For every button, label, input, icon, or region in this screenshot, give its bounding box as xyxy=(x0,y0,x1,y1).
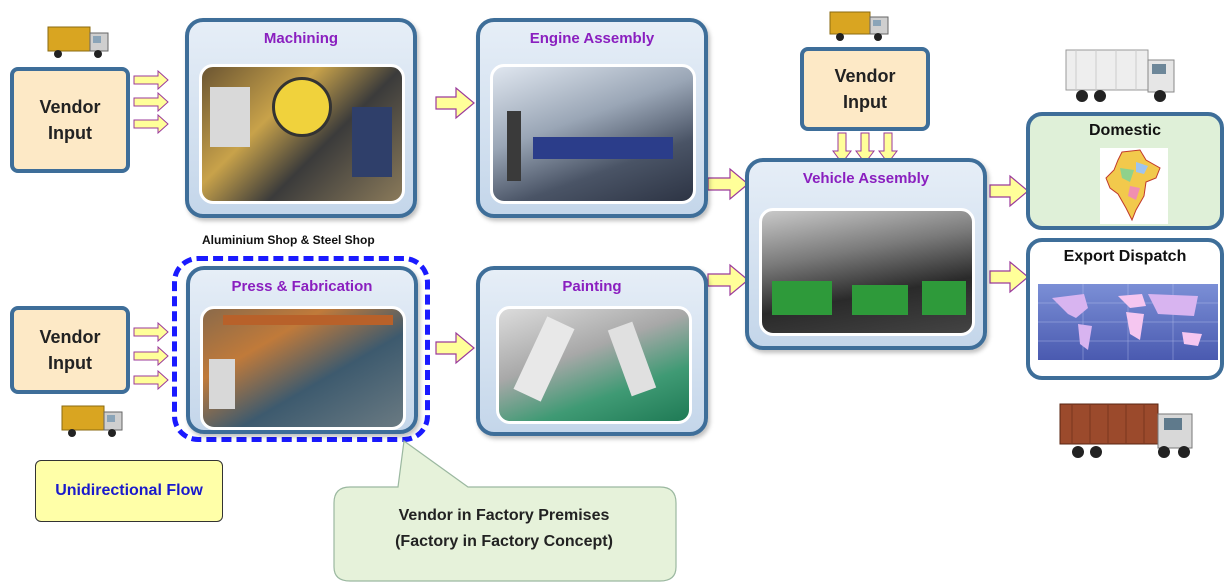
down-arrow-icon xyxy=(855,132,875,164)
right-arrow-icon xyxy=(133,113,169,135)
tractor-body xyxy=(922,281,966,315)
press-fabrication-stage: Press & Fabrication xyxy=(186,266,418,434)
right-arrow-icon xyxy=(133,91,169,113)
right-arrow-icon xyxy=(133,369,169,391)
machine-gauge xyxy=(272,77,332,137)
truck-icon xyxy=(1059,403,1193,458)
truck-icon xyxy=(1065,49,1175,102)
vendor-label-line1: Vendor xyxy=(39,97,101,117)
domestic-box: Domestic xyxy=(1026,112,1224,230)
vendor-input-box-bottom-left: Vendor Input xyxy=(10,306,130,394)
conveyor-bins xyxy=(533,137,673,159)
right-arrow-icon xyxy=(989,174,1029,208)
right-arrow-icon xyxy=(133,345,169,367)
tractor-body xyxy=(852,285,908,315)
vendor-input-box-top-right: Vendor Input xyxy=(800,47,930,131)
india-map-icon xyxy=(1100,148,1168,224)
stage-title: Engine Assembly xyxy=(529,30,655,47)
truck-icon xyxy=(829,11,889,41)
note-text: Unidirectional Flow xyxy=(55,482,203,499)
machine-panel xyxy=(210,87,250,147)
stage-title: Press & Fabrication xyxy=(231,278,373,295)
vendor-label-line2: Input xyxy=(48,353,92,373)
right-arrow-icon xyxy=(435,331,475,365)
stage-title: Vehicle Assembly xyxy=(802,170,930,187)
callout-line1: Vendor in Factory Premises xyxy=(398,507,610,524)
destination-title: Domestic xyxy=(1088,122,1162,139)
worker xyxy=(507,111,521,181)
vendor-label-line1: Vendor xyxy=(39,327,101,347)
robot-arm xyxy=(607,321,657,397)
painting-stage: Painting xyxy=(476,266,708,436)
callout-text: Vendor in Factory Premises (Factory in F… xyxy=(334,503,674,555)
truck-icon xyxy=(47,26,109,58)
right-arrow-icon xyxy=(989,260,1029,294)
vendor-arrows-top xyxy=(133,69,169,135)
machining-stage: Machining xyxy=(185,18,417,218)
callout-line2: (Factory in Factory Concept) xyxy=(395,533,613,550)
truck-icon xyxy=(61,405,123,437)
down-arrow-icon xyxy=(878,132,898,164)
callout-bubble xyxy=(333,439,677,582)
right-arrow-icon xyxy=(133,321,169,343)
vendor-label-line2: Input xyxy=(843,92,887,112)
export-dispatch-box: Export Dispatch xyxy=(1026,238,1224,380)
vendor-arrows-bottom xyxy=(133,321,169,391)
world-map-icon xyxy=(1038,284,1218,360)
vendor-label-line2: Input xyxy=(48,123,92,143)
factory-in-factory-highlight xyxy=(172,256,430,442)
shop-caption: Aluminium Shop & Steel Shop xyxy=(202,233,375,247)
destination-title: Export Dispatch xyxy=(1063,248,1187,265)
machining-photo xyxy=(199,64,405,204)
stage-title: Painting xyxy=(562,278,622,295)
stage-title: Machining xyxy=(263,30,339,47)
vehicle-assembly-photo xyxy=(759,208,975,336)
right-arrow-icon xyxy=(707,167,749,201)
engine-assembly-stage: Engine Assembly xyxy=(476,18,708,218)
right-arrow-icon xyxy=(435,86,475,120)
vendor-arrows-down xyxy=(832,132,898,164)
right-arrow-icon xyxy=(707,263,749,297)
vendor-input-box-top-left: Vendor Input xyxy=(10,67,130,173)
tractor-body xyxy=(772,281,832,315)
engine-assembly-photo xyxy=(490,64,696,204)
painting-photo xyxy=(496,306,692,424)
control-panel xyxy=(209,359,235,409)
right-arrow-icon xyxy=(133,69,169,91)
steel-frame xyxy=(223,315,393,325)
unidirectional-flow-note: Unidirectional Flow xyxy=(35,460,223,522)
vehicle-assembly-stage: Vehicle Assembly xyxy=(745,158,987,350)
press-fabrication-photo xyxy=(200,306,406,430)
machine-door xyxy=(352,107,392,177)
down-arrow-icon xyxy=(832,132,852,164)
vendor-label-line1: Vendor xyxy=(834,66,896,86)
robot-arm xyxy=(513,316,575,402)
